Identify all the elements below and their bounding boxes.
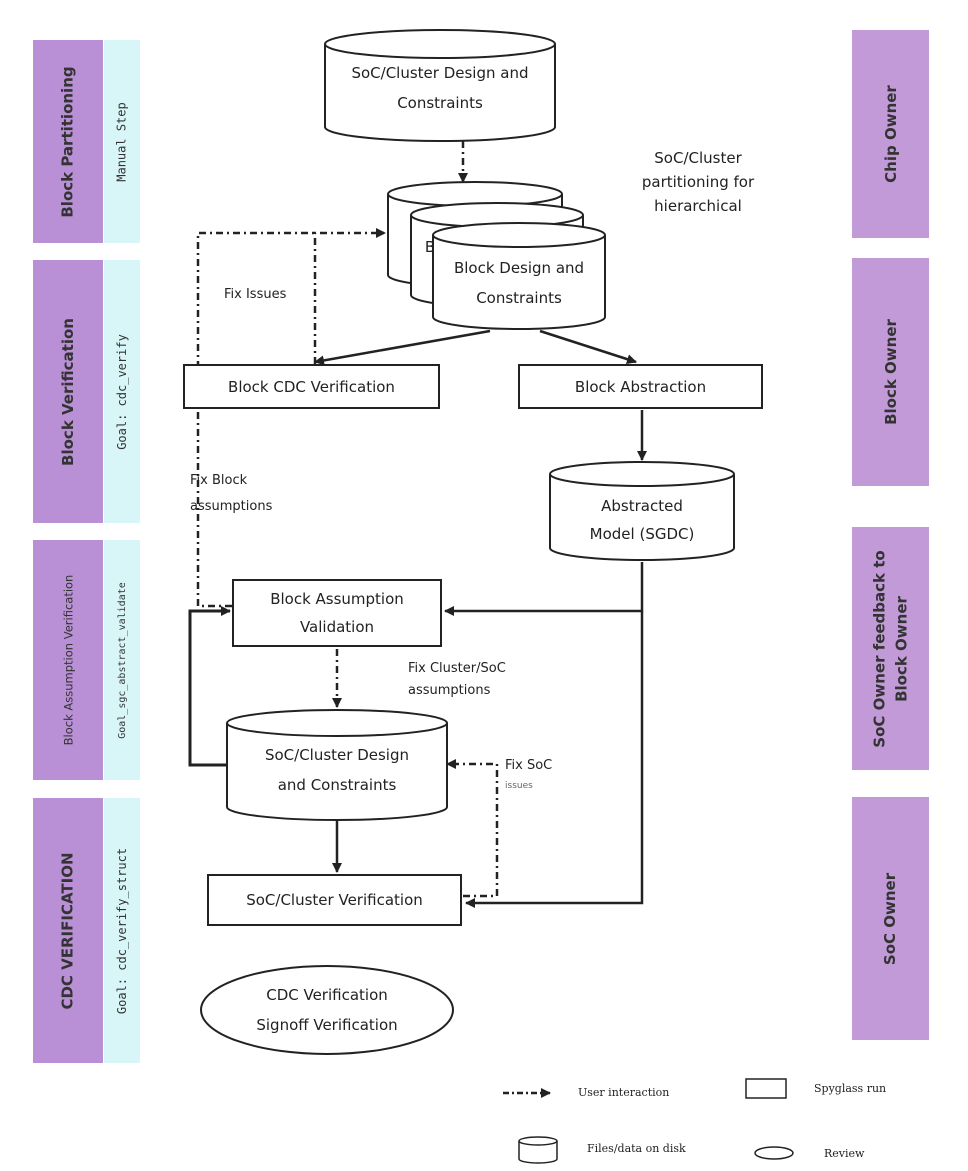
arrow-fix-block-assumptions (196, 231, 315, 608)
fix-block-line1: Fix Block (190, 473, 248, 488)
legend-review: Review (824, 1147, 865, 1160)
phase-block-verification: Block Verification (33, 260, 103, 523)
owner-soc-feedback-line2: Block Owner (892, 595, 911, 702)
block-assumption-line2: Validation (299, 618, 375, 636)
block-cdc-verification-label: Block CDC Verification (228, 377, 395, 396)
fix-cluster-line2: assumptions (408, 683, 491, 698)
partitioning-annotation: SoC/Cluster partitioning for hierarchica… (618, 146, 778, 218)
partitioning-line1: SoC/Cluster (654, 149, 742, 167)
owner-chip: Chip Owner (852, 30, 929, 238)
phase-block-partitioning-label: Block Partitioning (59, 65, 77, 218)
owner-soc-feedback: SoC Owner feedback to Block Owner (852, 527, 929, 770)
fix-soc-line2: issues (505, 781, 533, 791)
block-design-line1: Block Design and (453, 259, 585, 277)
soc-design-bottom-line2: and Constraints (277, 776, 397, 794)
signoff-ellipse (200, 965, 454, 1055)
phase-block-assumption-verification-label: Block Assumption Verification (61, 574, 76, 746)
partitioning-line2: partitioning for (641, 173, 755, 191)
block-assumption-line1: Block Assumption (270, 590, 404, 608)
goal-manual-step-label: Manual Step (115, 101, 130, 182)
arrow-model-to-validation (444, 562, 644, 616)
soc-design-top-cylinder (324, 29, 556, 142)
arrow-to-block-abstraction (539, 329, 637, 364)
legend-spyglass-run: Spyglass run (814, 1082, 887, 1095)
legend-rectangle (745, 1078, 787, 1099)
abstracted-model-cylinder (549, 461, 735, 561)
block-abstraction-label: Block Abstraction (574, 377, 707, 396)
legend-user-interaction: User interaction (578, 1086, 670, 1099)
owner-soc: SoC Owner (852, 797, 929, 1040)
goal-manual-step: Manual Step (104, 40, 140, 243)
abstracted-model-line1: Abstracted (601, 497, 683, 515)
goal-cdc-verify-struct: Goal: cdc_verify_struct (104, 798, 140, 1063)
owner-chip-label: Chip Owner (881, 85, 900, 183)
partitioning-line3: hierarchical (654, 197, 742, 215)
signoff-line2: Signoff Verification (256, 1016, 398, 1034)
soc-cluster-verification-label: SoC/Cluster Verification (246, 891, 423, 909)
soc-design-bottom-line1: SoC/Cluster Design (264, 746, 410, 764)
signoff-line1: CDC Verification (266, 986, 388, 1004)
owner-block-label: Block Owner (881, 319, 900, 425)
soc-design-bottom-text: SoC/Cluster Design and Constraints (227, 740, 447, 800)
soc-cluster-verification-box: SoC/Cluster Verification (207, 874, 462, 926)
phase-cdc-verification: CDC VERIFICATION (33, 798, 103, 1063)
fix-block-annotation: Fix Block assumptions (190, 468, 272, 520)
goal-cdc-verify-label: Goal: cdc_verify (115, 333, 129, 450)
goal-cdc-verify-struct-label: Goal: cdc_verify_struct (115, 847, 130, 1014)
soc-design-top-text: SoC/Cluster Design and Constraints (325, 58, 555, 118)
block-stack-partial-text: B (424, 238, 436, 256)
arrow-to-block-cdc (314, 329, 491, 366)
block-cdc-verification-box: Block CDC Verification (183, 364, 440, 409)
abstracted-model-line2: Model (SGDC) (589, 525, 695, 543)
signoff-text: CDC Verification Signoff Verification (201, 980, 453, 1040)
owner-soc-label: SoC Owner (881, 872, 900, 965)
arrow-model-to-soc-verification (465, 611, 644, 908)
owner-soc-feedback-line1: SoC Owner feedback to (870, 549, 889, 748)
block-assumption-validation-box: Block Assumption Validation (232, 579, 442, 647)
legend-ellipse (754, 1146, 794, 1160)
fix-block-line2: assumptions (190, 499, 273, 514)
arrow-cylinder-to-validation (188, 606, 231, 767)
goal-abstract-validate-label: Goal_sgc_abstract_validate (116, 581, 128, 739)
fix-cluster-line1: Fix Cluster/SoC (408, 661, 506, 676)
goal-abstract-validate: Goal_sgc_abstract_validate (104, 540, 140, 780)
block-design-cylinder (432, 222, 606, 330)
fix-issues-annotation: Fix Issues (224, 287, 287, 302)
fix-cluster-annotation: Fix Cluster/SoC assumptions (408, 658, 506, 702)
legend-cylinder (518, 1136, 558, 1164)
soc-design-top-line1: SoC/Cluster Design and (351, 64, 529, 82)
fix-soc-line1: Fix SoC (505, 758, 553, 773)
owner-soc-feedback-label: SoC Owner feedback to Block Owner (869, 550, 913, 747)
soc-design-top-line2: Constraints (397, 94, 483, 112)
fix-soc-annotation: Fix SoC issues (505, 756, 552, 796)
phase-block-assumption-verification: Block Assumption Verification (33, 540, 103, 780)
legend-files-on-disk: Files/data on disk (587, 1142, 686, 1155)
phase-block-partitioning: Block Partitioning (33, 40, 103, 243)
arrow-fix-soc-issues (446, 759, 499, 898)
block-design-text: Block Design and Constraints (433, 253, 605, 313)
goal-cdc-verify: Goal: cdc_verify (104, 260, 140, 523)
owner-block: Block Owner (852, 258, 929, 486)
block-abstraction-box: Block Abstraction (518, 364, 763, 409)
abstracted-model-text: Abstracted Model (SGDC) (550, 492, 734, 548)
phase-block-verification-label: Block Verification (59, 317, 77, 466)
arrow-fix-issues (313, 228, 386, 364)
phase-cdc-verification-label: CDC VERIFICATION (59, 851, 78, 1010)
block-design-line2: Constraints (476, 289, 562, 307)
